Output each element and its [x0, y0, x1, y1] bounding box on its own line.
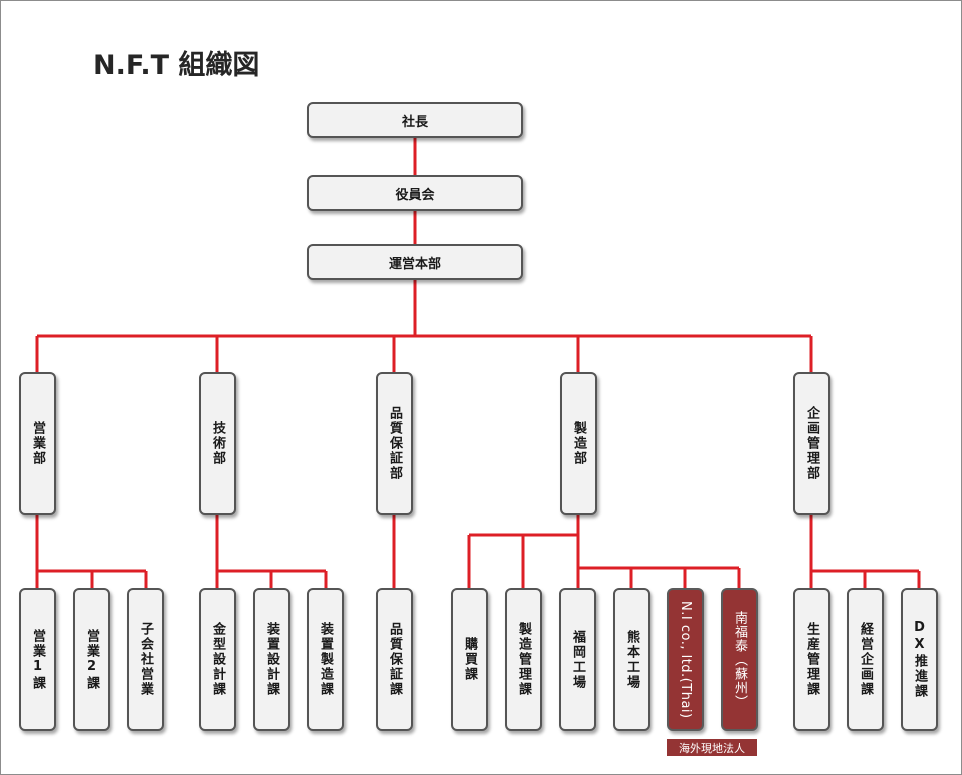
- overseas-subsidiary-label: 海外現地法人: [667, 739, 757, 756]
- section-equipment-design-box: 装置設計課: [253, 588, 290, 731]
- section-nanfukutai-box: 南福泰（蘇州）: [721, 588, 758, 731]
- section-equipment-mfg-box: 装置製造課: [307, 588, 344, 731]
- section-ni-thai-box: N.I co., ltd.(Thai): [667, 588, 704, 731]
- dept-planning-box: 企画管理部: [793, 372, 830, 515]
- section-purchasing-label: 購買課: [462, 637, 477, 682]
- section-mfg-mgmt-box: 製造管理課: [505, 588, 542, 731]
- dept-tech-box: 技術部: [199, 372, 236, 515]
- page-title: N.F.T 組織図: [93, 50, 260, 81]
- section-dx-label: DX推進課: [912, 620, 927, 699]
- dept-quality-label: 品質保証部: [387, 406, 402, 481]
- hq-box: 運営本部: [307, 244, 523, 280]
- section-production-mgmt-label: 生産管理課: [804, 622, 819, 697]
- board-label: 役員会: [395, 187, 435, 203]
- section-sales1-box: 営業1課: [19, 588, 56, 731]
- section-subsidiary-sales-box: 子会社営業: [127, 588, 164, 731]
- president-label: 社長: [401, 114, 428, 130]
- dept-manufacturing-box: 製造部: [560, 372, 597, 515]
- dept-planning-label: 企画管理部: [804, 406, 819, 481]
- section-ni-thai-label: N.I co., ltd.(Thai): [678, 600, 693, 719]
- section-qa-box: 品質保証課: [376, 588, 413, 731]
- section-mold-design-label: 金型設計課: [210, 622, 225, 697]
- dept-quality-box: 品質保証部: [376, 372, 413, 515]
- section-nanfukutai-label: 南福泰（蘇州）: [732, 610, 747, 709]
- dept-sales-box: 営業部: [19, 372, 56, 515]
- hq-label: 運営本部: [388, 256, 441, 272]
- section-mold-design-box: 金型設計課: [199, 588, 236, 731]
- section-equipment-design-label: 装置設計課: [264, 622, 279, 697]
- section-sales1-label: 営業1課: [30, 628, 45, 691]
- section-qa-label: 品質保証課: [387, 622, 402, 697]
- section-sales2-label: 営業2課: [84, 628, 99, 691]
- section-dx-box: DX推進課: [901, 588, 938, 731]
- dept-sales-label: 営業部: [30, 421, 45, 466]
- section-mfg-mgmt-label: 製造管理課: [516, 622, 531, 697]
- section-business-planning-label: 経営企画課: [858, 622, 873, 697]
- section-production-mgmt-box: 生産管理課: [793, 588, 830, 731]
- section-kumamoto-box: 熊本工場: [613, 588, 650, 731]
- president-box: 社長: [307, 102, 523, 138]
- board-box: 役員会: [307, 175, 523, 211]
- section-fukuoka-label: 福岡工場: [570, 629, 585, 690]
- dept-tech-label: 技術部: [210, 421, 225, 466]
- section-equipment-mfg-label: 装置製造課: [318, 622, 333, 697]
- section-purchasing-box: 購買課: [451, 588, 488, 731]
- section-business-planning-box: 経営企画課: [847, 588, 884, 731]
- section-fukuoka-box: 福岡工場: [559, 588, 596, 731]
- section-subsidiary-sales-label: 子会社営業: [138, 622, 153, 697]
- section-sales2-box: 営業2課: [73, 588, 110, 731]
- section-kumamoto-label: 熊本工場: [624, 629, 639, 690]
- dept-manufacturing-label: 製造部: [571, 421, 586, 466]
